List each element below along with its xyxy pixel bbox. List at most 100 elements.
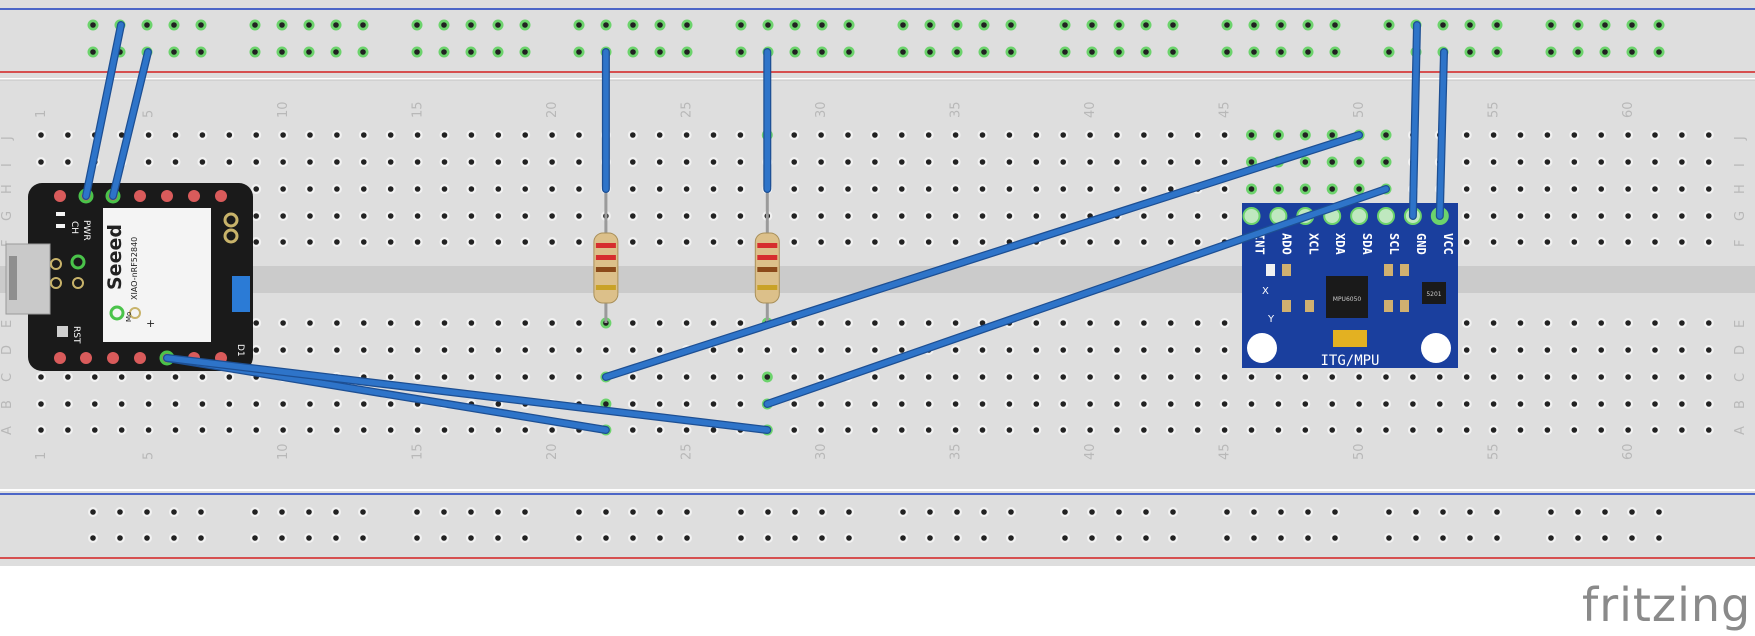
rail-hole-center — [1008, 22, 1014, 28]
rail-hole-center — [495, 49, 501, 55]
rail-hole-center — [603, 509, 609, 515]
breadboard-hole-center — [549, 213, 555, 219]
rail-hole-center — [1575, 22, 1581, 28]
breadboard-hole-center — [656, 159, 663, 165]
breadboard-hole-center — [334, 132, 340, 138]
breadboard-hole-center — [925, 239, 932, 245]
rail-hole-center — [1332, 22, 1338, 28]
breadboard-hole-center — [1329, 159, 1335, 165]
breadboard-hole-center — [468, 159, 475, 165]
breadboard-hole-center — [414, 132, 421, 138]
breadboard-hole-center — [630, 159, 636, 165]
breadboard-hole-center — [1463, 374, 1470, 380]
rail-hole-center — [1602, 509, 1608, 515]
row-label: J — [0, 136, 15, 141]
rail-hole-center — [171, 509, 177, 515]
breadboard-hole-center — [441, 347, 448, 353]
breadboard-hole-center — [361, 186, 367, 192]
breadboard-hole-center — [253, 159, 259, 165]
breadboard-hole-center — [387, 213, 394, 219]
rail-hole-center — [1602, 535, 1608, 541]
wire[interactable] — [764, 186, 1389, 407]
wire[interactable] — [83, 22, 124, 199]
breadboard-hole-center — [1114, 159, 1120, 165]
xiao-shield — [103, 208, 211, 342]
rail-hole-center — [360, 22, 366, 28]
wire[interactable] — [164, 355, 771, 433]
breadboard-hole-center — [925, 132, 932, 138]
breadboard-hole-center — [925, 213, 932, 219]
breadboard-hole-center — [1275, 401, 1282, 407]
breadboard-hole-center — [387, 186, 394, 192]
rail-hole-center — [279, 509, 285, 515]
wire[interactable] — [1437, 49, 1447, 219]
xiao-mode-label: Mo — [125, 312, 133, 322]
breadboard-hole-center — [1517, 427, 1524, 433]
breadboard-hole-center — [441, 213, 448, 219]
breadboard-hole-center — [441, 427, 448, 433]
breadboard-hole-center — [1571, 401, 1578, 407]
breadboard-hole-center — [1302, 374, 1309, 380]
breadboard-hole-center — [65, 159, 71, 165]
breadboard-hole-center — [872, 159, 878, 165]
breadboard-hole-center — [1625, 186, 1631, 192]
row-label: D — [0, 345, 15, 355]
rail-hole-center — [1467, 49, 1473, 55]
rail-hole-center — [333, 535, 339, 541]
breadboard-hole-center — [1087, 239, 1093, 245]
rail-hole-center — [603, 535, 609, 541]
breadboard-hole-center — [1221, 320, 1228, 326]
breadboard-hole-center — [1114, 186, 1120, 192]
breadboard-hole-center — [495, 347, 502, 353]
breadboard-hole-center — [1194, 239, 1201, 245]
breadboard-hole-center — [414, 320, 421, 326]
breadboard-hole-center — [1221, 159, 1228, 165]
breadboard-hole-center — [387, 427, 394, 433]
rail-hole-center — [90, 535, 96, 541]
rail-hole-center — [981, 535, 987, 541]
breadboard-hole-center — [145, 427, 152, 433]
wire[interactable] — [1410, 22, 1420, 219]
wire[interactable] — [110, 49, 151, 199]
breadboard-hole-center — [1571, 374, 1578, 380]
breadboard-hole-center — [65, 374, 71, 380]
rail-hole-center — [522, 49, 528, 55]
breadboard-hole-center — [1248, 132, 1255, 138]
rail-hole-center — [252, 22, 258, 28]
breadboard-hole-center — [172, 427, 179, 433]
rail-hole-center — [603, 22, 609, 28]
rail-hole-center — [1386, 49, 1392, 55]
breadboard-hole-center — [1006, 374, 1013, 380]
breadboard-hole-center — [1141, 427, 1147, 433]
mpu-crystal — [1333, 330, 1367, 347]
breadboard-hole-center — [280, 401, 286, 407]
breadboard-hole-center — [791, 374, 797, 380]
rail-hole-center — [1089, 22, 1095, 28]
breadboard-hole-center — [468, 320, 475, 326]
rail-hole-center — [1332, 49, 1338, 55]
breadboard-hole-center — [1598, 347, 1604, 353]
wire[interactable] — [603, 132, 1362, 380]
rail-hole-center — [1278, 22, 1284, 28]
rail-hole-center — [846, 22, 852, 28]
rail-hole-center — [144, 535, 150, 541]
breadboard-hole-center — [1168, 213, 1174, 219]
breadboard-hole-center — [1652, 186, 1658, 192]
rail-hole-center — [90, 49, 96, 55]
breadboard-hole-center — [441, 186, 448, 192]
rail-hole-center — [765, 535, 771, 541]
breadboard-hole-center — [683, 320, 690, 326]
breadboard-hole-center — [307, 239, 313, 245]
breadboard-hole-center — [1168, 186, 1174, 192]
breadboard-hole-center — [1356, 427, 1362, 433]
breadboard-hole-center — [818, 159, 824, 165]
rail-hole-center — [1170, 22, 1176, 28]
breadboard-hole-center — [387, 159, 394, 165]
breadboard-hole-center — [468, 186, 475, 192]
breadboard-hole-center — [1598, 320, 1604, 326]
breadboard-hole-center — [1356, 159, 1362, 165]
xiao-board[interactable]: Seeed XIAO-nRF52840 PWR CH RST + Mo D1 — [5, 183, 253, 371]
reset-button[interactable] — [57, 326, 68, 337]
column-label: 50 — [1352, 101, 1367, 118]
